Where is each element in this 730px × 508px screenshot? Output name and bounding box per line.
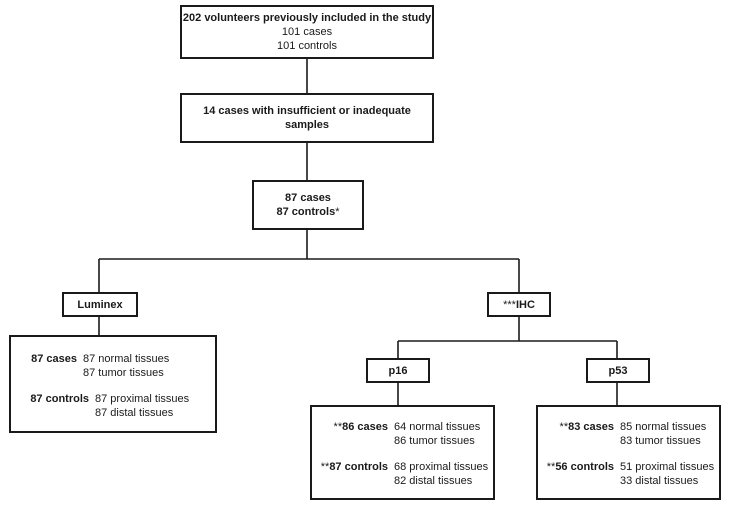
p53-cases-items: 85 normal tissues 83 tumor tissues xyxy=(620,420,706,448)
luminex-controls-item: 87 proximal tissues xyxy=(95,393,190,405)
p16-cases-group: **86 cases 64 normal tissues 86 tumor ti… xyxy=(312,420,493,448)
p16-cases-items: 64 normal tissues 86 tumor tissues xyxy=(394,420,480,448)
luminex-cases-group: 87 cases 87 normal tissues 87 tumor tiss… xyxy=(11,352,215,380)
p16-controls-label: 87 controls xyxy=(329,461,388,473)
p16-cases-prefix: ** xyxy=(333,421,343,433)
volunteers-cases: 101 cases xyxy=(281,26,333,38)
p16-controls-label-wrap: **87 controls xyxy=(312,460,394,488)
ihc-prefix: *** xyxy=(503,298,516,311)
p16-cases-label-wrap: **86 cases xyxy=(312,420,394,448)
luminex-cases-item: 87 tumor tissues xyxy=(83,367,164,379)
luminex-controls-group: 87 controls 87 proximal tissues 87 dista… xyxy=(11,392,215,420)
box-luminex-detail: 87 cases 87 normal tissues 87 tumor tiss… xyxy=(9,335,217,433)
luminex-cases-item: 87 normal tissues xyxy=(83,353,170,365)
p16-controls-item: 82 distal tissues xyxy=(394,475,473,487)
exclusion-line-1: 14 cases with insufficient or inadequate xyxy=(203,105,411,117)
box-volunteers: 202 volunteers previously included in th… xyxy=(180,5,434,59)
exclusion-line-2: samples xyxy=(284,119,330,131)
p53-cases-label-wrap: **83 cases xyxy=(538,420,620,448)
luminex-cases-label: 87 cases xyxy=(31,353,77,365)
included-cases: 87 cases xyxy=(285,192,331,204)
p16-controls-group: **87 controls 68 proximal tissues 82 dis… xyxy=(312,460,493,488)
box-included: 87 cases 87 controls* xyxy=(252,180,364,230)
included-controls: 87 controls xyxy=(276,206,336,218)
p53-controls-items: 51 proximal tissues 33 distal tissues xyxy=(620,460,714,488)
box-p53: p53 xyxy=(586,358,650,383)
box-p16-detail: **86 cases 64 normal tissues 86 tumor ti… xyxy=(310,405,495,500)
p53-controls-label: 56 controls xyxy=(555,461,614,473)
ihc-label: IHC xyxy=(515,298,535,311)
box-ihc: ***IHC xyxy=(487,292,551,317)
p16-cases-item: 86 tumor tissues xyxy=(394,435,475,447)
box-luminex: Luminex xyxy=(62,292,138,317)
p53-cases-label: 83 cases xyxy=(568,421,614,433)
p53-controls-prefix: ** xyxy=(546,461,556,473)
p53-controls-label-wrap: **56 controls xyxy=(538,460,620,488)
p16-cases-label: 86 cases xyxy=(342,421,388,433)
p53-cases-item: 83 tumor tissues xyxy=(620,435,701,447)
volunteers-controls: 101 controls xyxy=(277,40,337,52)
included-controls-mark: * xyxy=(335,206,340,218)
luminex-controls-label: 87 controls xyxy=(30,393,89,405)
p53-controls-group: **56 controls 51 proximal tissues 33 dis… xyxy=(538,460,719,488)
p53-controls-item: 51 proximal tissues xyxy=(620,461,715,473)
box-p16: p16 xyxy=(366,358,430,383)
p16-cases-item: 64 normal tissues xyxy=(394,421,481,433)
p16-controls-items: 68 proximal tissues 82 distal tissues xyxy=(394,460,488,488)
p53-controls-item: 33 distal tissues xyxy=(620,475,699,487)
luminex-cases-items: 87 normal tissues 87 tumor tissues xyxy=(83,352,169,380)
luminex-controls-items: 87 proximal tissues 87 distal tissues xyxy=(95,392,189,420)
p53-cases-item: 85 normal tissues xyxy=(620,421,707,433)
p16-label: p16 xyxy=(388,364,408,377)
p16-controls-item: 68 proximal tissues xyxy=(394,461,489,473)
p53-cases-prefix: ** xyxy=(559,421,569,433)
p53-label: p53 xyxy=(608,364,628,377)
luminex-label: Luminex xyxy=(77,298,123,311)
p53-cases-group: **83 cases 85 normal tissues 83 tumor ti… xyxy=(538,420,719,448)
volunteers-title: 202 volunteers previously included in th… xyxy=(182,12,432,24)
p16-controls-prefix: ** xyxy=(320,461,330,473)
included-controls-line: 87 controls* xyxy=(254,205,362,219)
box-exclusion: 14 cases with insufficient or inadequate… xyxy=(180,93,434,143)
luminex-controls-item: 87 distal tissues xyxy=(95,407,174,419)
box-p53-detail: **83 cases 85 normal tissues 83 tumor ti… xyxy=(536,405,721,500)
